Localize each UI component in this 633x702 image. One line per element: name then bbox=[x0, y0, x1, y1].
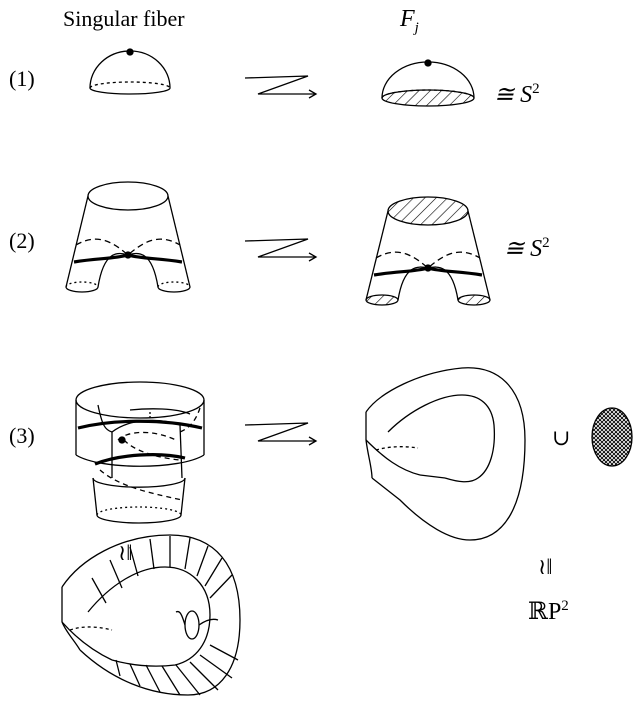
row2-label: (2) bbox=[9, 228, 35, 253]
row3-fj-mobius bbox=[366, 368, 525, 540]
row1-fj bbox=[382, 59, 474, 106]
row2-fj bbox=[366, 197, 490, 305]
zigzag-arrow-icon bbox=[245, 239, 316, 261]
isomorphic-symbol-left: ≀ǁ bbox=[118, 540, 133, 565]
zigzag-arrow-icon bbox=[245, 423, 316, 445]
row2-singular-fiber bbox=[66, 182, 190, 292]
hatched-disk bbox=[592, 408, 632, 466]
row2-result: ≅ S2 bbox=[504, 235, 550, 262]
header-fj: Fj bbox=[400, 6, 419, 36]
row1-label: (1) bbox=[9, 66, 35, 91]
row3-singular-fiber bbox=[76, 382, 204, 523]
header-singular-fiber: Singular fiber bbox=[63, 6, 185, 31]
row3-label: (3) bbox=[9, 423, 35, 448]
rp2-label: ℝP2 bbox=[528, 598, 569, 625]
bottom-mobius-band bbox=[62, 535, 240, 695]
isomorphic-symbol-right: ≀ǁ bbox=[538, 554, 553, 579]
zigzag-arrow-icon bbox=[245, 76, 316, 98]
union-symbol: ∪ bbox=[552, 425, 571, 450]
row1-result: ≅ S2 bbox=[494, 81, 540, 108]
row1-singular-fiber bbox=[90, 48, 170, 94]
